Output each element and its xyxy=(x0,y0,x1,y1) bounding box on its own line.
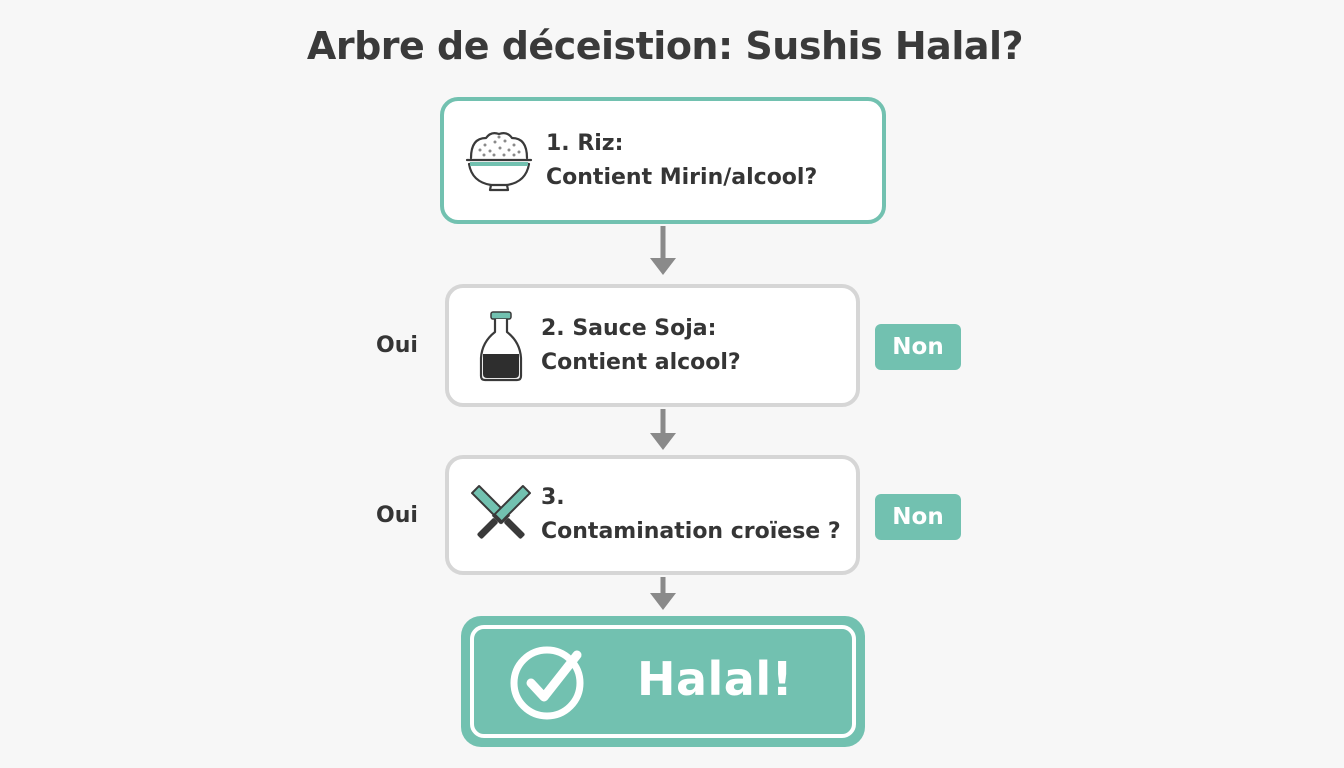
step-1-question: Contient Mirin/alcool? xyxy=(546,164,818,190)
step-3-oui-label: Oui xyxy=(376,503,418,528)
step-2-question: Contient alcool? xyxy=(541,349,741,375)
decision-node-cross-contamination: 3. Contamination croïese ? xyxy=(445,455,860,575)
result-halal-box: Halal! xyxy=(461,616,865,747)
step-1-title: 1. Riz: xyxy=(546,130,624,156)
decision-node-soy-sauce: 2. Sauce Soja: Contient alcool? xyxy=(445,284,860,407)
diagram-title: Arbre de déceistion: Sushis Halal? xyxy=(306,24,1024,68)
arrow-2-to-3 xyxy=(650,409,676,450)
arrow-3-to-result xyxy=(650,577,676,610)
crossed-knives-icon xyxy=(471,483,531,547)
step-3-title: 3. xyxy=(541,485,565,510)
rice-bowl-icon xyxy=(464,128,534,194)
step-2-non-badge: Non xyxy=(875,324,961,370)
check-circle-icon xyxy=(510,646,584,720)
result-label: Halal! xyxy=(637,652,794,706)
step-3-non-badge: Non xyxy=(875,494,961,540)
arrow-1-to-2 xyxy=(650,226,676,275)
soy-sauce-bottle-icon xyxy=(471,310,531,382)
decision-node-rice: 1. Riz: Contient Mirin/alcool? xyxy=(440,97,886,224)
step-2-title: 2. Sauce Soja: xyxy=(541,315,717,341)
step-2-oui-label: Oui xyxy=(376,333,418,358)
step-3-question: Contamination croïese ? xyxy=(541,519,841,544)
